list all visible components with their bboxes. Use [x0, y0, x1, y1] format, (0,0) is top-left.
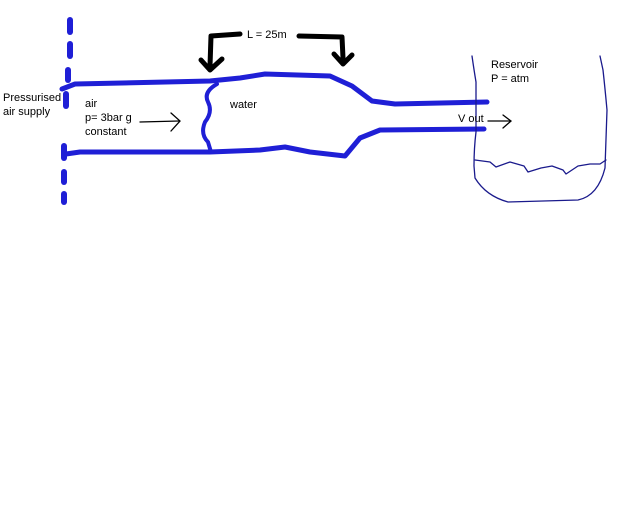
air-water-interface [201, 82, 219, 154]
pipe-bottom-wall [63, 126, 487, 159]
outflow-arrow [487, 114, 513, 129]
reservoir-pressure-label: P = atm [491, 73, 530, 85]
supply-wall [61, 17, 73, 205]
pipe-top-wall [59, 71, 490, 107]
constant-label: constant [85, 126, 127, 138]
v-out-label: V out [458, 113, 484, 125]
supply-label-line1: Pressurised [3, 92, 62, 104]
length-bracket-left [198, 31, 243, 73]
reservoir-tank [471, 55, 608, 203]
reservoir-label: Reservoir [491, 59, 539, 71]
pressure-label: p= 3bar g [85, 112, 132, 124]
water-label: water [230, 99, 257, 111]
pressure-arrow [139, 112, 181, 132]
length-bracket-right [296, 33, 355, 67]
air-label: air [85, 98, 98, 110]
supply-label-line2: air supply [3, 106, 51, 118]
length-label: L = 25m [247, 29, 287, 41]
